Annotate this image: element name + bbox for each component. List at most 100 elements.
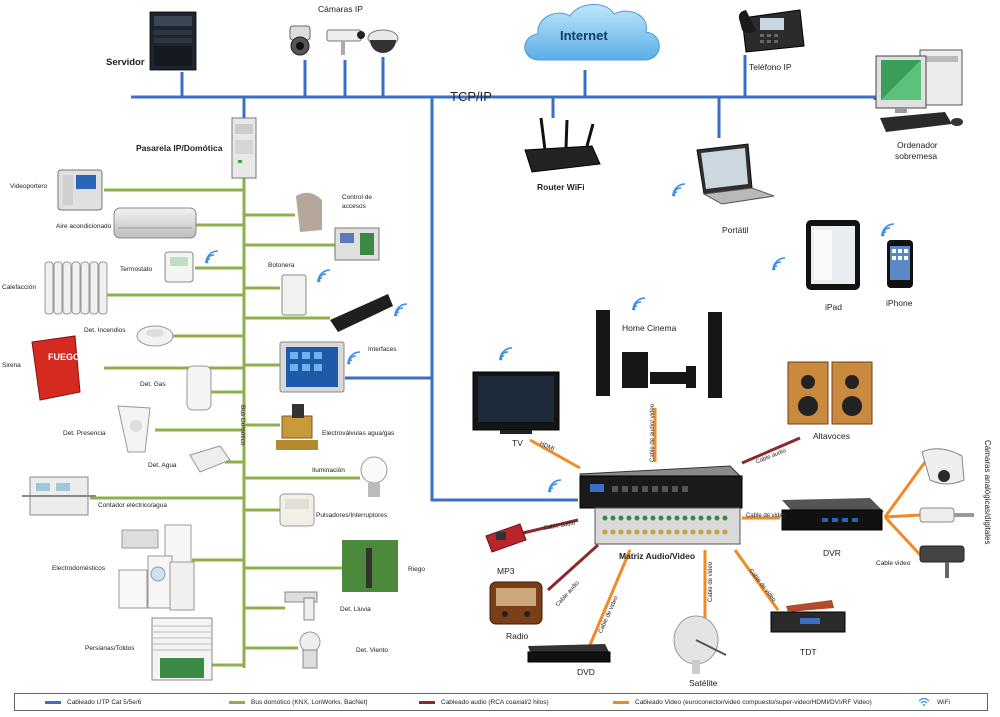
remote-icon	[330, 294, 393, 332]
label-camaras-analogicas: Cámaras analógicas/digitales	[983, 440, 992, 545]
label-satelite: Satélite	[689, 678, 718, 688]
label-sirena: Sirena	[2, 362, 21, 369]
interfaces-icon	[279, 341, 345, 393]
label-interfaces: Interfaces	[368, 346, 397, 353]
videoportero-icon	[57, 169, 103, 211]
legend-swatch-bus	[229, 700, 245, 704]
iphone-icon	[887, 240, 913, 288]
label-dvr: DVR	[823, 548, 841, 558]
utp-lines	[131, 55, 960, 502]
tdt-icon	[770, 600, 846, 633]
label-aire: Aire acondicionado	[56, 223, 112, 230]
analog-camera-icons	[919, 448, 974, 578]
control-accesos-icon	[296, 192, 380, 261]
label-contador: Contador eléctrico/agua	[98, 502, 168, 509]
label-cable-audio-video: Cable de audio/ video	[650, 403, 656, 462]
server-icon	[149, 11, 197, 71]
legend-item-wifi: WiFi	[917, 697, 950, 707]
altavoces-icon	[787, 361, 873, 425]
electrovalvula-icon	[276, 404, 318, 450]
legend-item-utp: Cableado UTP Cat 5/5e/6	[45, 697, 141, 707]
label-camaras-ip: Cámaras IP	[318, 4, 363, 14]
label-calefaccion: Calefacción	[2, 284, 36, 291]
label-iphone: iPhone	[886, 298, 913, 308]
label-botonera: Botonera	[268, 262, 295, 269]
label-tdt: TDT	[800, 647, 817, 657]
home-cinema-icon	[596, 310, 722, 398]
label-pulsadores: Pulsadores/Interruptores	[316, 512, 388, 519]
label-bus-domotico: Bus Domótico	[239, 405, 246, 446]
legend-item-bus: Bus domótico (KNX, LonWorks, BacNet)	[229, 697, 368, 707]
label-control-2: accesos	[342, 203, 366, 210]
radio-icon	[489, 581, 543, 625]
tv-icon	[472, 371, 560, 434]
legend: Cableado UTP Cat 5/5e/6 Bus domótico (KN…	[14, 693, 988, 711]
label-tv: TV	[512, 438, 523, 448]
legend-label-video: Cableado Video (euroconector/video compu…	[635, 698, 872, 706]
legend-label-utp: Cableado UTP Cat 5/5e/6	[67, 698, 142, 706]
matrix-icon	[578, 465, 744, 545]
label-presencia: Det. Presencia	[63, 430, 106, 437]
label-telefono-ip: Teléfono IP	[749, 62, 792, 72]
termostato-icon	[164, 251, 194, 283]
aire-icon	[113, 207, 197, 239]
lluvia-icon	[284, 591, 318, 621]
persianas-icon	[151, 617, 213, 681]
label-electrodomesticos: Electrodomésticos	[52, 565, 106, 572]
label-incendios: Det. Incendios	[84, 327, 126, 334]
agua-icon	[189, 445, 231, 473]
gas-icon	[186, 365, 212, 411]
label-servidor: Servidor	[106, 57, 145, 68]
label-sobremesa: sobremesa	[895, 151, 938, 161]
label-portatil: Portátil	[722, 225, 749, 235]
wifi-icon	[917, 697, 931, 707]
label-riego: Riego	[408, 566, 425, 573]
presencia-icon	[117, 405, 151, 453]
mp3-icon	[485, 523, 527, 553]
label-altavoces: Altavoces	[813, 431, 850, 441]
label-cable-video-sat: Cable de video	[708, 561, 714, 602]
calefaccion-icon	[44, 261, 108, 315]
dvd-icon	[527, 644, 611, 663]
label-gas: Det. Gas	[140, 381, 166, 388]
label-cable-video-cam: Cable video	[876, 560, 911, 567]
label-internet: Internet	[560, 28, 608, 43]
router-icon	[524, 117, 601, 173]
legend-label-audio: Cableado audio (RCA coaxial/2 hilos)	[441, 698, 549, 706]
legend-swatch-utp	[45, 700, 61, 704]
label-home-cinema: Home Cinema	[622, 323, 677, 333]
gateway-icon	[231, 117, 257, 179]
label-matriz: Matriz Audio/Video	[619, 551, 696, 561]
label-videoportero: Videoportero	[10, 183, 48, 190]
satellite-icon	[673, 615, 727, 674]
label-control-1: Control de	[342, 194, 372, 201]
label-viento: Det. Viento	[356, 647, 389, 654]
ipad-icon	[806, 220, 860, 290]
laptop-icon	[696, 143, 775, 205]
viento-icon	[299, 631, 321, 669]
ip-camera-icons	[289, 25, 399, 56]
label-pasarela: Pasarela IP/Domótica	[136, 143, 223, 153]
pulsadores-icon	[279, 493, 315, 527]
ip-phone-icon	[738, 9, 805, 53]
legend-item-audio: Cableado audio (RCA coaxial/2 hilos)	[419, 697, 549, 707]
label-radio: Radio	[506, 631, 529, 641]
label-dvd: DVD	[577, 667, 595, 677]
label-tcpip: TCP/IP	[450, 89, 492, 104]
legend-label-wifi: WiFi	[937, 698, 950, 706]
botonera-icon	[281, 274, 307, 316]
label-mp3: MP3	[497, 566, 515, 576]
label-agua: Det. Agua	[148, 462, 177, 469]
video-lines	[529, 408, 927, 646]
label-persianas: Persianas/Toldos	[85, 645, 135, 652]
internet-cloud	[524, 4, 660, 61]
legend-swatch-video	[613, 700, 629, 704]
incendios-icon	[136, 325, 174, 347]
svg-text:FUEGO: FUEGO	[48, 352, 80, 362]
riego-icon	[342, 540, 398, 592]
label-termostato: Termostato	[120, 266, 153, 273]
label-cable-video-dvr: Cable de video	[746, 513, 787, 519]
dvr-icon	[781, 498, 884, 531]
